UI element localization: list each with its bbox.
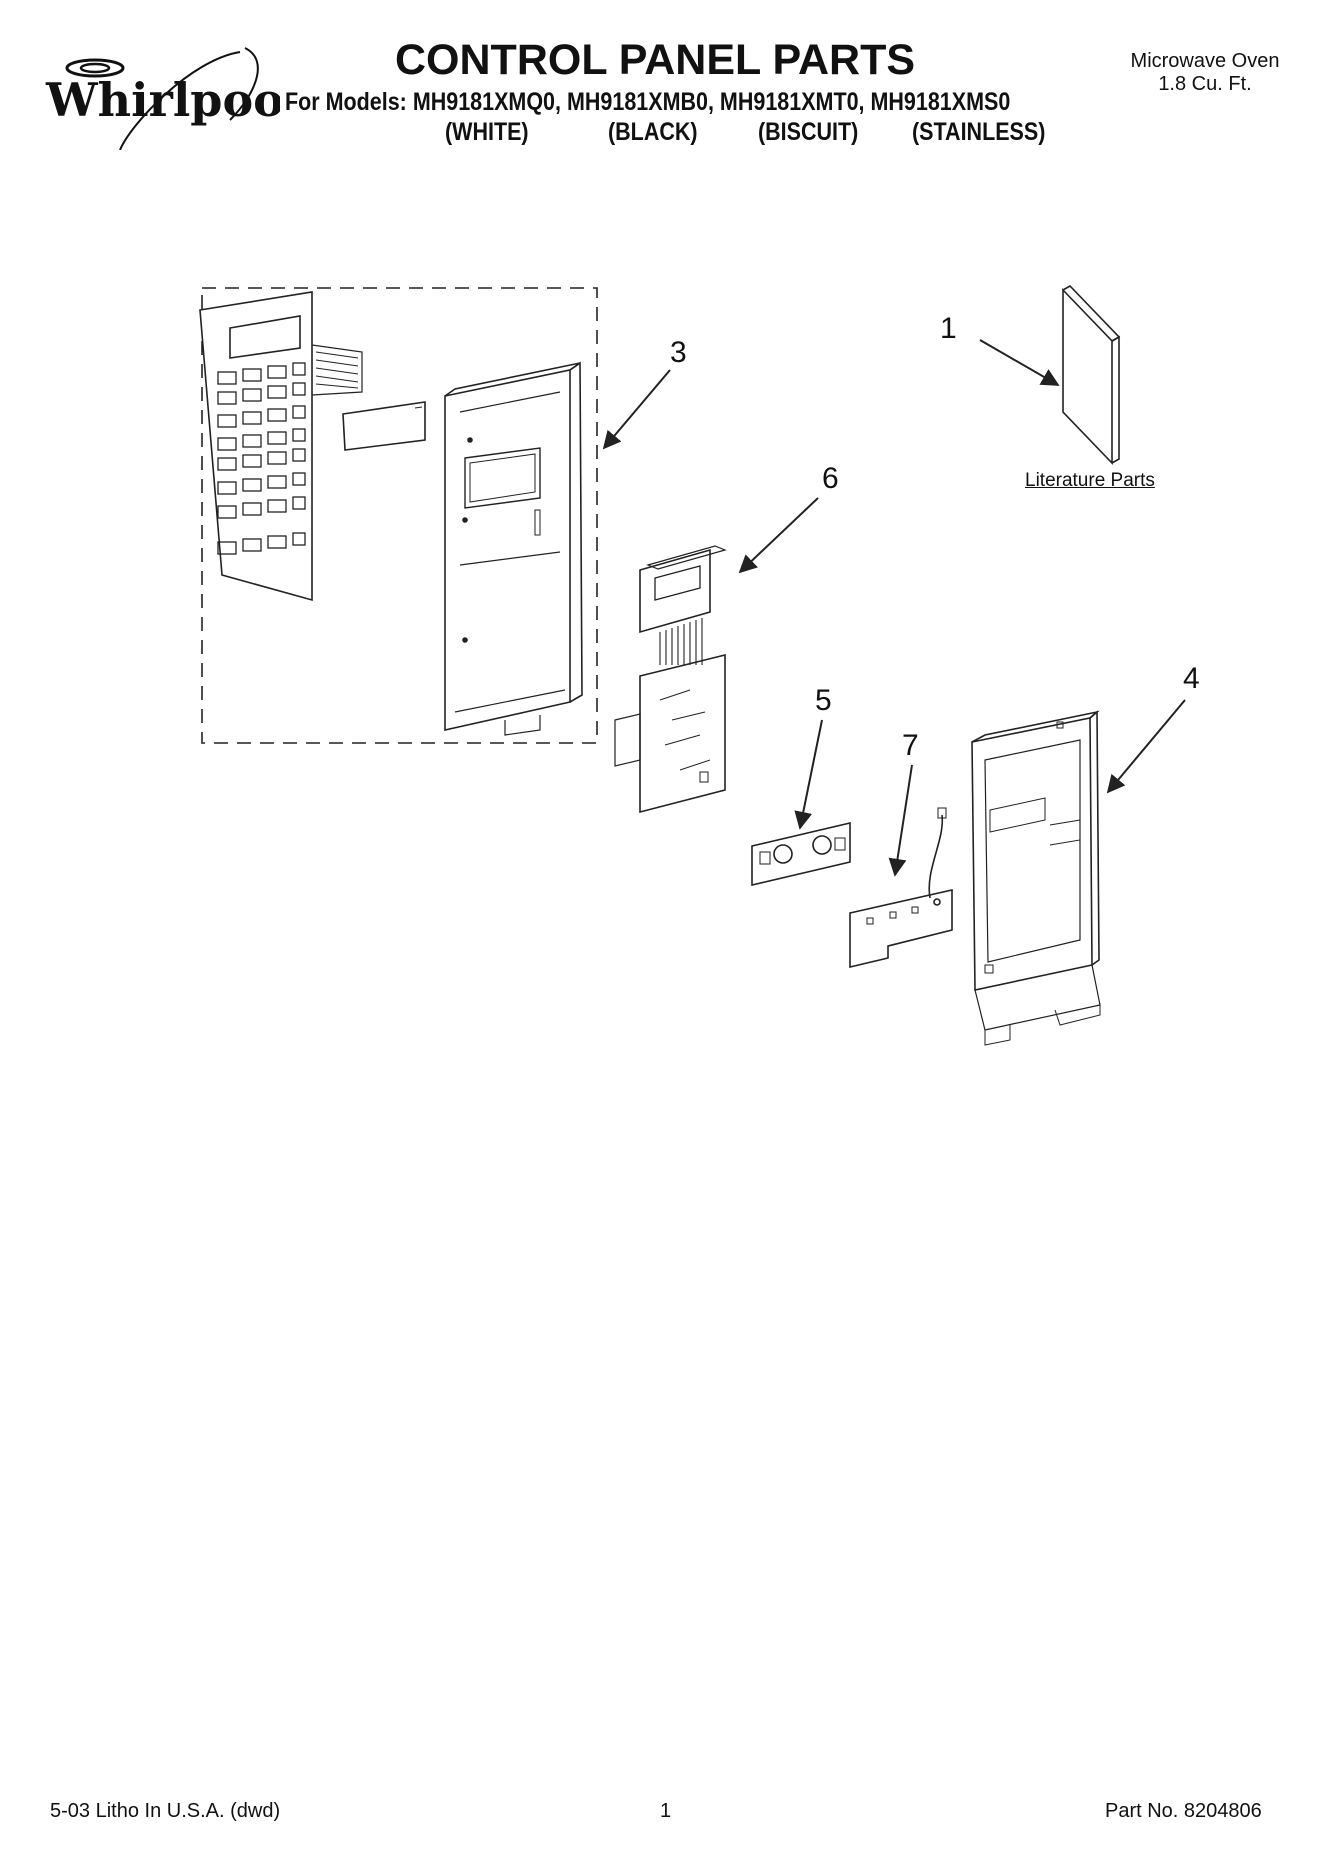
model-colors: (WHITE) (BLACK) (BISCUIT) (STAINLESS) — [285, 118, 1065, 150]
models-prefix: For Models: — [285, 88, 407, 116]
callout-5: 5 — [815, 684, 832, 717]
callout-7: 7 — [902, 729, 919, 762]
product-capacity: 1.8 Cu. Ft. — [1158, 73, 1252, 95]
callout-4: 4 — [1183, 662, 1200, 695]
model-number: MH9181XMQ0, — [412, 88, 561, 116]
switch-board — [751, 821, 851, 887]
callout-3: 3 — [670, 336, 687, 369]
callout-arrow-6 — [738, 497, 819, 574]
color-label: (BISCUIT) — [758, 118, 859, 146]
page-title: CONTROL PANEL PARTS — [395, 36, 916, 84]
color-label: (BLACK) — [608, 118, 698, 146]
callout-arrow-5 — [794, 719, 823, 830]
model-number: MH9181XMT0, — [719, 88, 865, 116]
assembly-dashed-box — [201, 287, 598, 744]
part-number: Part No. 8204806 — [1105, 1800, 1262, 1822]
control-panel-frame — [444, 361, 583, 736]
whirlpool-logo: Whirlpool — [45, 47, 280, 150]
callout-6: 6 — [822, 462, 839, 495]
keypad-overlay — [199, 291, 363, 602]
callout-arrow-4 — [1106, 699, 1186, 794]
literature-parts-label: Literature Parts — [1025, 470, 1155, 491]
callout-arrow-3 — [602, 369, 671, 450]
brand-wordmark: Whirlpool — [45, 73, 280, 127]
color-label: (WHITE) — [445, 118, 529, 146]
display-board — [639, 545, 727, 665]
product-description: Microwave Oven 1.8 Cu. Ft. — [1105, 50, 1305, 96]
callout-arrow-1 — [979, 339, 1060, 386]
print-info: 5-03 Litho In U.S.A. (dwd) — [50, 1800, 281, 1822]
color-label: (STAINLESS) — [912, 118, 1046, 146]
callout-1: 1 — [940, 312, 957, 345]
models-line: For Models: MH9181XMQ0, MH9181XMB0, MH91… — [285, 88, 1010, 117]
model-number: MH9181XMB0, — [566, 88, 714, 116]
product-type: Microwave Oven — [1130, 50, 1280, 72]
mounting-bracket — [971, 710, 1101, 1046]
sensor-board — [849, 807, 953, 969]
callout-arrow-7 — [888, 764, 913, 877]
model-number: MH9181XMS0 — [870, 88, 1011, 116]
page-number: 1 — [660, 1800, 672, 1822]
display-window-lens — [342, 401, 426, 451]
main-control-board — [614, 653, 726, 814]
literature-booklet — [1062, 284, 1121, 465]
